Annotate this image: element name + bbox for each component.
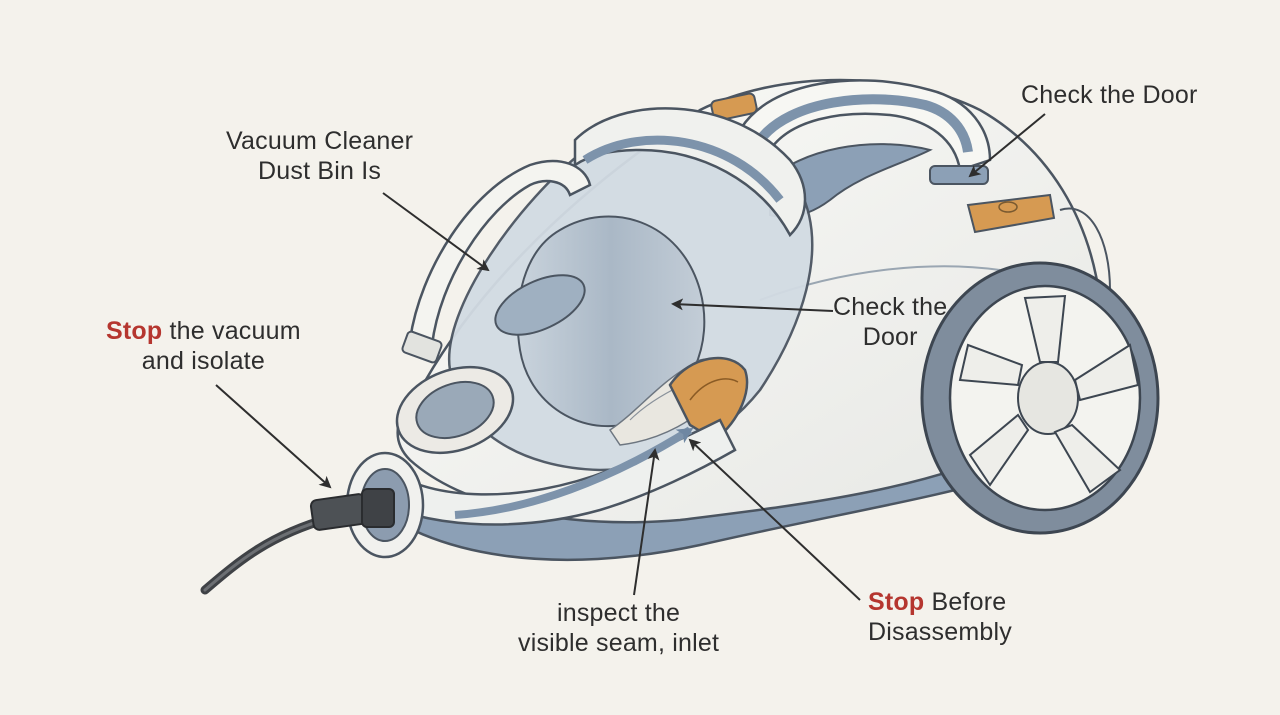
wheel-icon [920, 261, 1160, 535]
label-stop-isolate-line2: and isolate [141, 347, 265, 375]
label-check-door-top: Check the Door [1021, 80, 1198, 110]
label-stop-disassembly: Stop Before Disassembly [868, 587, 1012, 647]
release-latch-icon [966, 193, 1056, 234]
label-dust-bin-line1: Vacuum Cleaner [226, 127, 414, 155]
callout-line-stop-disassembly [688, 438, 861, 601]
label-stop-isolate-rest: the vacuum [162, 317, 301, 345]
callout-line-check-door-mid [671, 298, 834, 312]
label-stop-isolate: Stop the vacuum and isolate [106, 316, 301, 376]
power-cord [200, 513, 335, 595]
callout-line-dust-bin [382, 192, 490, 272]
label-stop-disassembly-line2: Disassembly [868, 618, 1012, 646]
label-stop-isolate-line1: Stop the vacuum [106, 316, 301, 346]
label-inspect: inspect the visible seam, inlet [518, 598, 719, 658]
label-inspect-line2: visible seam, inlet [518, 629, 720, 657]
label-stop-disassembly-rest: Before [924, 588, 1007, 616]
power-plug-icon [309, 488, 395, 531]
label-check-door-mid: Check the Door [833, 292, 947, 352]
callout-line-check-door-top [968, 113, 1046, 178]
label-dust-bin-line2: Dust Bin Is [258, 157, 382, 185]
callout-lines [215, 113, 1046, 601]
callout-line-inspect [633, 448, 660, 596]
label-stop-disassembly-line1: Stop Before [868, 587, 1012, 617]
stop-keyword: Stop [106, 317, 163, 345]
label-inspect-line1: inspect the [556, 599, 681, 627]
label-check-door-top-text: Check the Door [1021, 81, 1198, 109]
label-check-door-mid-line1: Check the [833, 293, 948, 321]
stop-keyword: Stop [868, 588, 925, 616]
callout-line-stop-isolate [215, 384, 332, 489]
label-dust-bin: Vacuum Cleaner Dust Bin Is [226, 126, 413, 186]
label-check-door-mid-line2: Door [862, 323, 918, 351]
